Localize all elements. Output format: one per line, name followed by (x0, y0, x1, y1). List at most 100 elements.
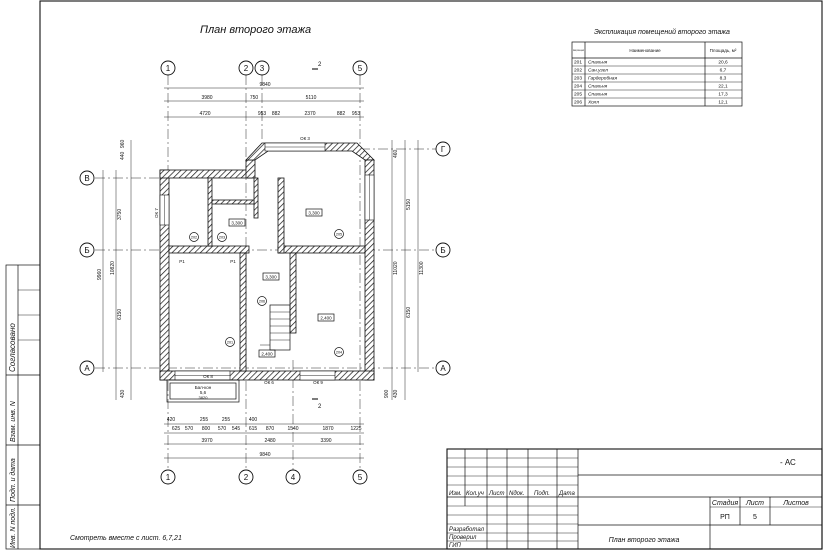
dim-bot-r2-4: 545 (232, 426, 241, 432)
dim-top-r2-1: 953 (258, 111, 267, 117)
dim-top-r2-0: 4720 (199, 111, 210, 117)
dim-bot-r1-1: 255 (200, 417, 209, 423)
axis-1-top: 1 (166, 64, 171, 73)
elev-4: 2,400 (261, 352, 273, 357)
dim-top-r2-2: 882 (272, 111, 281, 117)
dim-bot-r2-3: 570 (218, 426, 227, 432)
axis-A-right: А (440, 364, 446, 373)
dim-bot-r3-2: 3390 (320, 438, 331, 444)
axis-5-bottom: 5 (358, 473, 363, 482)
explication-row-name: Спальня (588, 84, 608, 90)
opening-ok9: ОК 9 (313, 380, 323, 385)
dim-right-0: 460 (393, 149, 399, 158)
dim-right-2: 11020 (393, 261, 399, 275)
dim-bot-r2-8: 1870 (322, 426, 333, 432)
dim-bot-r1-2: 255 (222, 417, 231, 423)
dim-bot-r2-5: 615 (249, 426, 258, 432)
drawing-title: План второго этажа (200, 24, 311, 36)
stair (260, 304, 291, 351)
dim-top-r2-4: 882 (337, 111, 346, 117)
tb-col-4: Подп. (534, 491, 550, 497)
tb-code: - АС (780, 458, 796, 467)
explication-row-name: Холл (587, 100, 599, 106)
dim-bot-r2-6: 870 (266, 426, 275, 432)
dim-left-6: 430 (120, 389, 126, 398)
axis-1-bottom: 1 (166, 473, 171, 482)
explication-row-name: Спальня (588, 92, 608, 98)
dim-bot-r2-2: 800 (202, 426, 211, 432)
room-206: 206 (259, 300, 265, 304)
opening-ok7: ОК 7 (154, 208, 159, 218)
explication-row-area: 8,3 (720, 76, 727, 82)
tb-col-0: Изм. (449, 491, 462, 497)
axis-2-bottom: 2 (244, 473, 249, 482)
elev-3: 2,400 (320, 316, 332, 321)
dim-bot-r1-3: 400 (249, 417, 258, 423)
section-mark-top: 2 (318, 62, 322, 68)
elev-2: 3,300 (265, 275, 277, 280)
opening-ok6: ОК 6 (264, 380, 274, 385)
dim-top-r2-5: 953 (352, 111, 361, 117)
explication-title: Экспликация помещений второго этажа (594, 28, 730, 36)
dim-left-2: 3750 (117, 209, 123, 220)
opening-labels: ОК 3 ОК 7 ОК 8 ОК 6 ОК 9 Р1 Р1 (154, 136, 323, 385)
dim-top-r2-3: 2370 (304, 111, 315, 117)
opening-p1-b: Р1 (230, 259, 236, 264)
axis-2-top: 2 (244, 64, 249, 73)
side-dimensions: 440 960 3750 9960 10820 6150 430 460 515… (97, 139, 425, 400)
see-also-note: Смотреть вместе с лист. 6,7,21 (70, 535, 182, 542)
dim-bot-r1-0: 420 (167, 417, 176, 423)
dim-right-3: 11300 (419, 261, 425, 275)
dim-bot-r2-9: 1225 (350, 426, 361, 432)
explication-row-area: 12,1 (718, 100, 728, 106)
dim-left-0: 440 (120, 151, 126, 160)
balcony-area: 5,6 (200, 390, 207, 395)
room-tags: 201 202 203 204 205 206 (189, 229, 344, 357)
tb-col-3: Nдок. (509, 491, 525, 497)
balcony: Бал-кон 5,6 3820 (166, 379, 240, 403)
dim-right-1: 5150 (406, 199, 412, 210)
dim-bot-r3-0: 3970 (201, 438, 212, 444)
plan-walls (159, 142, 375, 381)
explication-row-num: 201 (574, 60, 582, 66)
title-block: Изм. Кол.уч Лист Nдок. Подп. Дата Разраб… (446, 448, 823, 550)
dim-left-1: 960 (120, 139, 126, 148)
tb-role-1: Проверил (449, 535, 477, 541)
room-202: 202 (191, 236, 197, 240)
room-205: 205 (336, 233, 342, 237)
explication-header-area: Площадь, м² (710, 48, 737, 53)
explication-header-name: Наименование (629, 48, 661, 53)
explication-row-name: Спальня (588, 60, 608, 66)
explication-header-num: Номер поме-щения (573, 48, 584, 52)
dim-top-overall: 9840 (259, 82, 270, 88)
tb-col-1: Кол.уч (466, 491, 484, 497)
plan-windows (159, 142, 375, 381)
dim-right-5: 430 (393, 389, 399, 398)
side-field-inventory-replace: Взам. инв. N (10, 400, 17, 442)
section-mark-bottom: 2 (318, 404, 322, 410)
axis-lines (95, 75, 438, 470)
dim-top-r1-1: 750 (250, 95, 259, 101)
explication-row-area: 6,7 (720, 68, 727, 74)
dim-left-5: 6150 (117, 309, 123, 320)
dim-bot-overall: 9840 (259, 452, 270, 458)
tb-sheet: 5 (753, 514, 757, 521)
dim-top-r1-0: 3980 (201, 95, 212, 101)
opening-ok3: ОК 3 (300, 136, 310, 141)
dim-right-4: 6150 (406, 307, 412, 318)
tb-stage: РП (720, 514, 730, 521)
dim-left-3: 9960 (97, 269, 103, 280)
opening-ok8: ОК 8 (203, 374, 213, 379)
explication-row-num: 205 (574, 92, 582, 98)
explication-row-num: 204 (574, 84, 582, 90)
dim-bot-r2-1: 570 (185, 426, 194, 432)
explication-row-num: 206 (574, 100, 582, 106)
side-field-signature-date: Подп. и дата (9, 458, 17, 502)
axis-B-right: Б (440, 246, 445, 255)
tb-stage-header: Стадия (712, 499, 738, 507)
dim-bot-r2-0: 625 (172, 426, 181, 432)
explication-row-area: 17,3 (718, 92, 728, 98)
balcony-dim: 3820 (199, 395, 209, 400)
balcony-label: Бал-кон (195, 385, 212, 390)
